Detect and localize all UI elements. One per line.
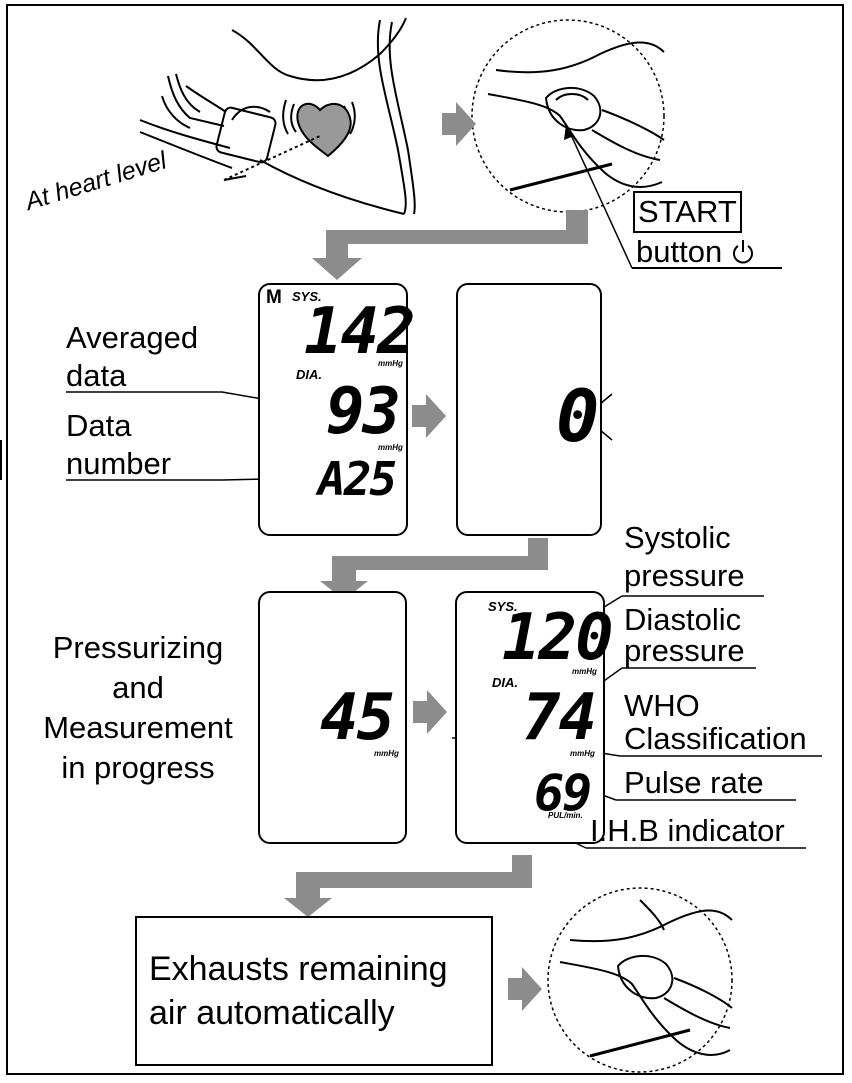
exhaust-label-2: air automatically [149, 994, 395, 1032]
start-button-label: START [633, 191, 742, 233]
arrow-down-2 [320, 538, 548, 600]
unit-result-sys: mmHg [572, 667, 597, 676]
exhaust-message-box [135, 916, 493, 1066]
ihb-indicator-label: I.H.B indicator [590, 813, 785, 848]
wrist-measurement-illustration [139, 17, 416, 215]
start-label-underline [632, 267, 782, 269]
button-word: button [636, 234, 723, 269]
margin-mark [0, 440, 2, 480]
arrow-right-4 [508, 967, 542, 1011]
unit-result-dia: mmHg [570, 749, 595, 758]
data-number-label-1: Data [66, 408, 132, 443]
zero-value: 0 [556, 374, 599, 458]
diastolic-label-2: pressure [624, 633, 745, 668]
pressurizing-unit: mmHg [374, 749, 399, 758]
pressurizing-label-4: in progress [61, 750, 215, 785]
pulse-unit: PUL/min. [548, 811, 583, 820]
pressurizing-label-2: and [112, 670, 164, 705]
unit-memory-dia: mmHg [378, 443, 403, 452]
systolic-label-1: Systolic [624, 520, 731, 555]
data-number-value: A25 [318, 452, 397, 506]
start-word: START [633, 191, 742, 233]
pulse-rate-label: Pulse rate [624, 765, 764, 800]
diagram-frame [6, 4, 844, 1075]
lcd-memory-display [258, 283, 408, 536]
exhaust-label-1: Exhausts remaining [149, 950, 448, 988]
exhaust-closeup [547, 887, 733, 1073]
pulse-value: 69 [534, 764, 592, 822]
arrow-right-3 [413, 690, 447, 734]
lcd-zero-display [456, 283, 602, 536]
sys-value-result: 120 [502, 601, 614, 675]
pressurizing-label-1: Pressurizing [52, 630, 224, 665]
arrow-down-1 [312, 210, 588, 280]
flow-arrows [284, 102, 588, 1011]
start-button-closeup [471, 19, 665, 213]
lcd-result-display [455, 591, 605, 844]
diastolic-label-1: Diastolic [624, 602, 742, 637]
unit-memory-sys: mmHg [378, 359, 403, 368]
who-label-1: WHO [624, 688, 700, 723]
dia-value-memory: 93 [326, 375, 401, 449]
dia-label-result: DIA. [492, 675, 518, 690]
sys-value-memory: 142 [304, 295, 416, 369]
who-label-2: Classification [624, 721, 807, 756]
arrow-right-2 [412, 394, 446, 438]
sys-label-memory: SYS. [292, 289, 322, 304]
pressurizing-value: 45 [320, 681, 395, 755]
arrow-right-1 [442, 102, 476, 146]
pressurizing-label-3: Measurement [43, 710, 233, 745]
dia-value-result: 74 [522, 681, 597, 755]
lcd-pressurizing-display [258, 591, 407, 844]
power-icon [732, 240, 753, 264]
averaged-data-label-1: Averaged [66, 320, 199, 355]
memory-mark: M [266, 287, 282, 308]
data-number-label-2: number [66, 446, 172, 481]
dia-label-memory: DIA. [296, 367, 322, 382]
start-button-label-line2: button [636, 236, 755, 267]
arrow-down-3 [284, 855, 532, 917]
systolic-label-2: pressure [624, 558, 745, 593]
averaged-data-label-2: data [66, 358, 127, 393]
sys-label-result: SYS. [488, 599, 518, 614]
